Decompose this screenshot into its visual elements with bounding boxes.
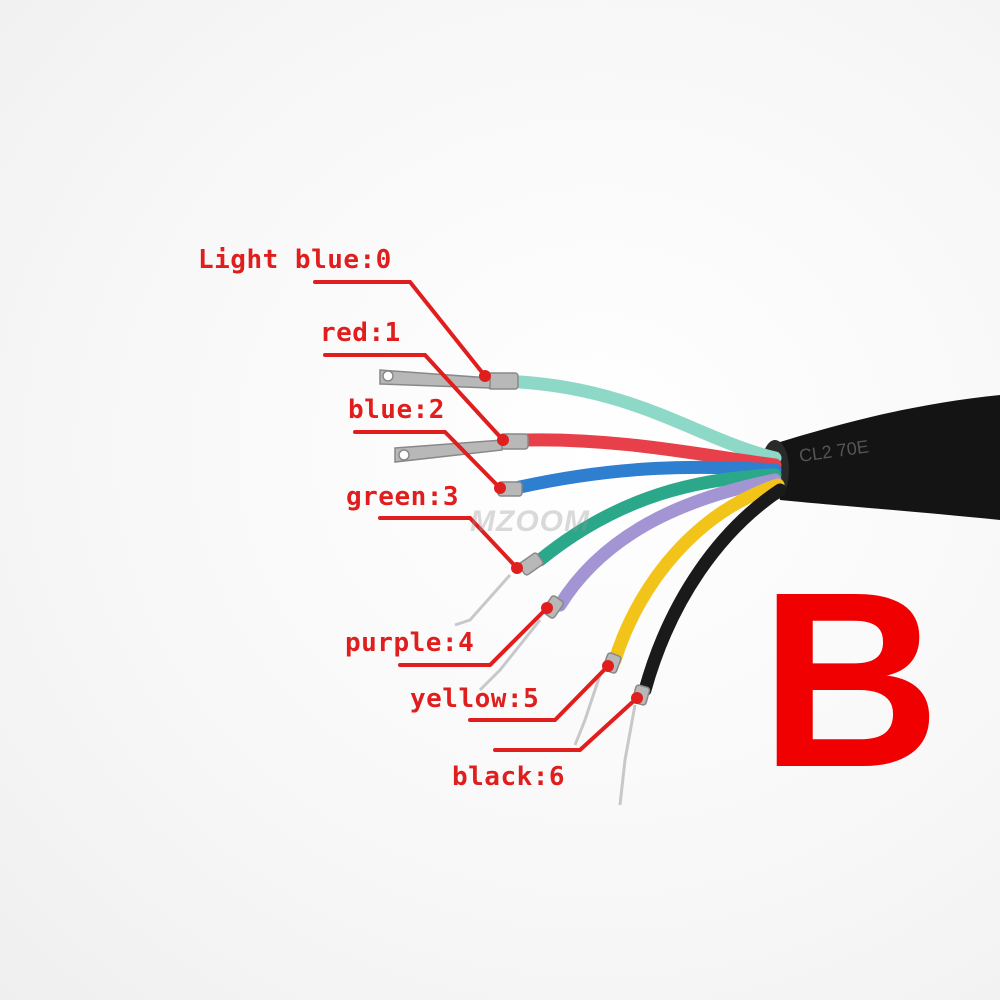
- callout-line-3: [378, 516, 519, 570]
- callout-line-1: [323, 353, 505, 442]
- callout-line-6: [493, 696, 639, 752]
- label-purple: purple:4: [345, 628, 475, 658]
- label-red: red:1: [320, 318, 401, 348]
- variant-letter: B: [760, 540, 941, 819]
- label-green: green:3: [346, 482, 460, 512]
- wire-black: [638, 483, 787, 697]
- wire-green: [533, 468, 782, 567]
- label-light-blue: Light blue:0: [198, 245, 392, 275]
- wire-yellow: [608, 478, 785, 667]
- cable-sheath: [770, 395, 1000, 520]
- wire-red: [518, 433, 782, 472]
- callout-line-5: [468, 664, 610, 722]
- label-blue: blue:2: [348, 395, 445, 425]
- callout-line-4: [398, 606, 549, 667]
- callout-line-2: [353, 430, 502, 490]
- wire-purple: [553, 473, 782, 612]
- callout-dots: [479, 370, 643, 704]
- wire-light-blue: [513, 375, 782, 465]
- wire-blue: [513, 460, 782, 494]
- label-black: black:6: [452, 762, 566, 792]
- callout-lines: [313, 280, 639, 752]
- watermark-logo: MZOOM: [470, 505, 590, 538]
- crimp-tails: [454, 574, 637, 806]
- label-yellow: yellow:5: [410, 684, 540, 714]
- callout-line-0: [313, 280, 487, 378]
